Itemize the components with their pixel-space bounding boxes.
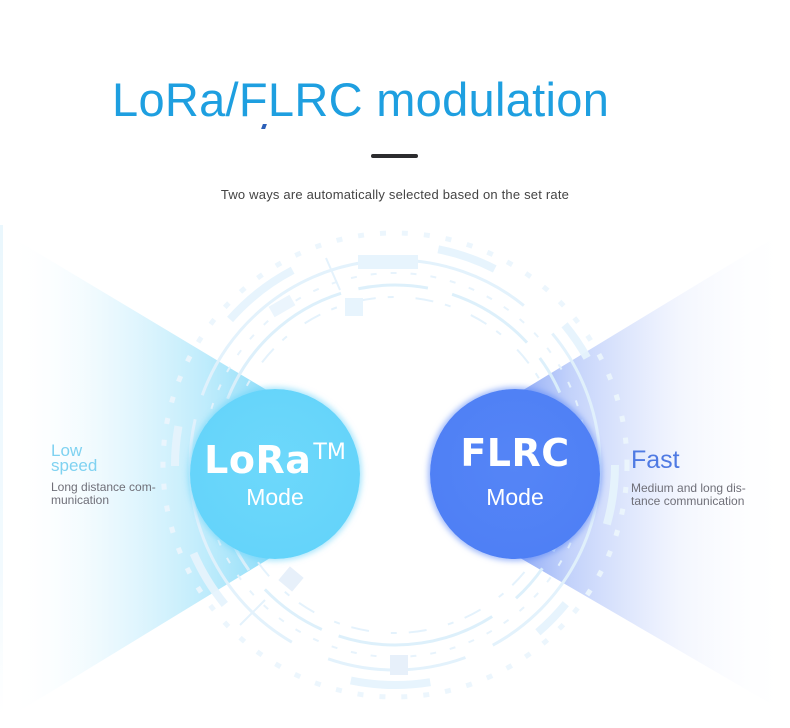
flrc-mode-label: Mode	[486, 484, 544, 510]
trademark-mark: TM	[313, 440, 346, 465]
left-edge-strip	[0, 225, 3, 715]
page-subtitle: Two ways are automatically selected base…	[220, 187, 570, 202]
lora-mode-name: LoRaTM	[190, 431, 360, 482]
lora-description-block: Low speed Long distance com- munication	[51, 441, 171, 507]
lora-label: LoRa	[204, 438, 312, 482]
description-line: Long distance com-	[51, 480, 156, 494]
lora-description: Long distance com- munication	[51, 481, 171, 507]
flrc-description: Medium and long dis- tance communication	[631, 482, 771, 508]
lora-mode-badge: LoRaTM Mode	[190, 389, 360, 559]
page-title: LoRa/FLRC modulation	[112, 73, 610, 126]
flrc-mode-name: FLRC	[460, 431, 570, 475]
description-line: Medium and long dis-	[631, 481, 746, 495]
lora-speed-label: Low speed	[51, 441, 171, 475]
flrc-description-block: Fast Medium and long dis- tance communic…	[631, 447, 771, 508]
speed-label-line: speed	[51, 456, 98, 475]
title-divider	[371, 154, 418, 158]
flrc-mode-badge: FLRC Mode	[430, 389, 600, 559]
lora-mode-label: Mode	[246, 484, 304, 510]
description-line: munication	[51, 493, 110, 507]
description-line: tance communication	[631, 494, 745, 508]
flrc-speed-label: Fast	[631, 446, 680, 474]
light-beam-cyan-icon	[8, 235, 275, 718]
speed-label-line: Low	[51, 441, 83, 460]
light-beam-blue-icon	[515, 228, 790, 715]
